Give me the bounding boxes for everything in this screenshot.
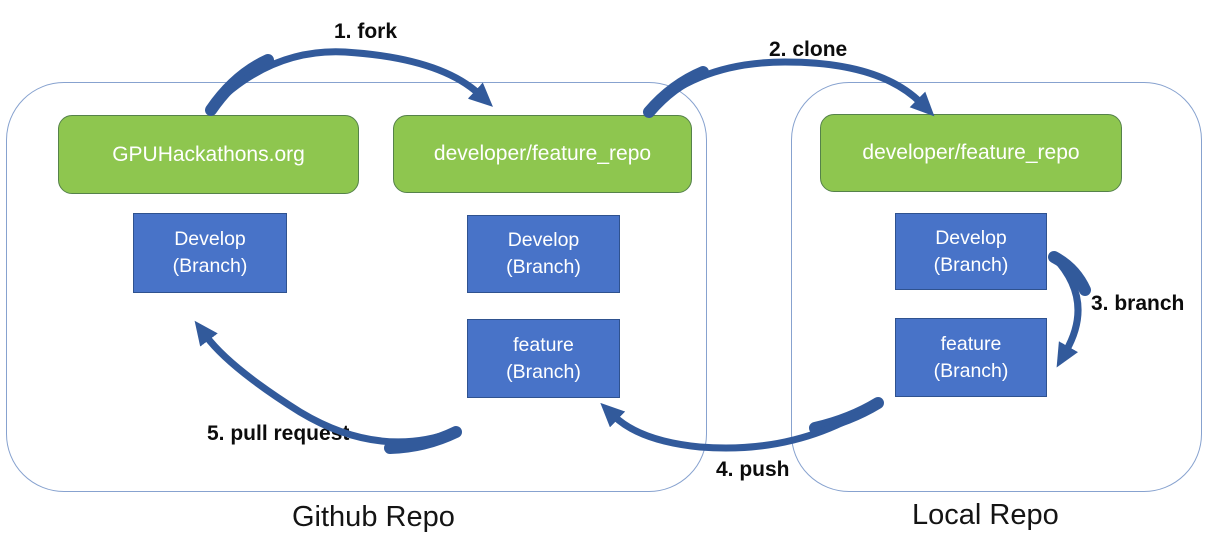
local-repo-container (791, 82, 1202, 492)
branch-node-develop-fork: Develop (Branch) (467, 215, 620, 293)
branch-name: feature (513, 333, 574, 356)
local-repo-caption: Local Repo (912, 499, 1059, 531)
branch-type: (Branch) (172, 255, 248, 277)
repo-node-label: GPUHackathons.org (112, 142, 305, 166)
branch-node-feature-fork: feature (Branch) (467, 319, 620, 398)
branch-type: (Branch) (506, 256, 581, 278)
repo-node-label: developer/feature_repo (433, 142, 652, 165)
step-label-fork: 1. fork (334, 20, 398, 43)
branch-name: feature (940, 332, 1002, 355)
branch-name: Develop (935, 226, 1007, 249)
branch-node-develop-upstream: Develop (Branch) (133, 213, 287, 293)
branch-name: Develop (507, 229, 580, 251)
github-repo-caption: Github Repo (292, 501, 455, 533)
repo-node-gpuhackathons: GPUHackathons.org (58, 115, 359, 194)
step-label-push: 4. push (716, 458, 790, 481)
branch-type: (Branch) (506, 360, 581, 383)
repo-node-github-fork: developer/feature_repo (393, 115, 692, 193)
step-label-clone: 2. clone (769, 38, 848, 61)
repo-node-local-clone: developer/feature_repo (820, 114, 1122, 192)
branch-node-develop-local: Develop (Branch) (895, 213, 1047, 290)
branch-name: Develop (174, 228, 246, 250)
step-label-pull-request: 5. pull request (207, 422, 350, 445)
branch-type: (Branch) (933, 253, 1009, 276)
repo-node-label: developer/feature_repo (862, 141, 1080, 164)
branch-type: (Branch) (933, 359, 1009, 382)
branch-node-feature-local: feature (Branch) (895, 318, 1047, 397)
step-label-branch: 3. branch (1091, 292, 1185, 315)
